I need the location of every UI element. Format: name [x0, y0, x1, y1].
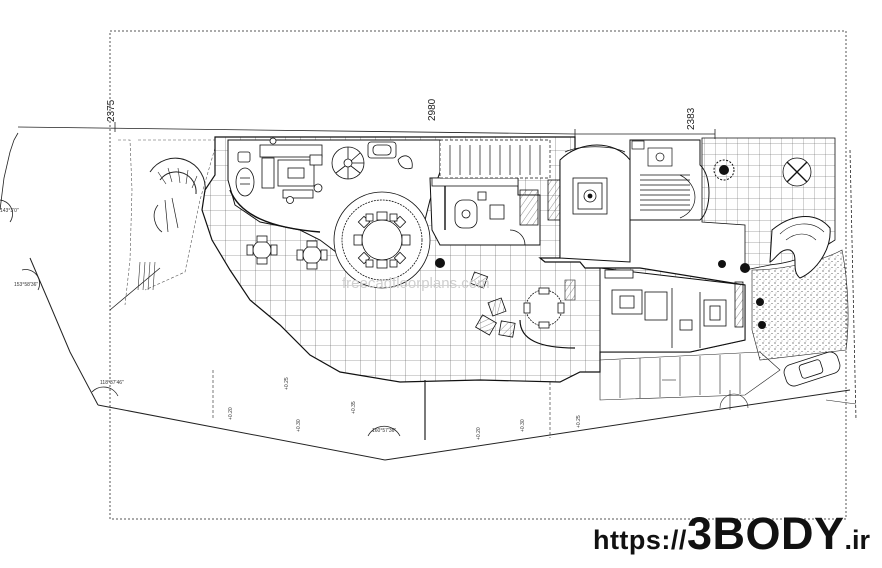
tree-icons [435, 159, 766, 329]
spiral-stair-left [149, 157, 206, 233]
stairs-top-middle [439, 139, 551, 179]
spiral-stair-center [331, 146, 365, 180]
angle-label-3: 118°37'46" [100, 380, 124, 386]
right-wing-rooms [599, 267, 746, 353]
level-labels: +0.20 +0.25 +0.30 +0.35 +0.20 +0.30 +0.2… [228, 377, 582, 440]
svg-text:+0.25: +0.25 [284, 377, 290, 390]
terrace-table-2 [296, 240, 328, 270]
car-icon [783, 351, 841, 387]
sofa-set [259, 144, 323, 204]
round-table-center [523, 287, 565, 329]
svg-text:+0.30: +0.30 [520, 419, 526, 432]
svg-text:+0.35: +0.35 [351, 401, 357, 414]
svg-text:+0.20: +0.20 [228, 407, 234, 420]
dimension-top-right: 2383 [686, 107, 697, 130]
planter-curve [769, 215, 831, 279]
brand-prefix: https:// [592, 525, 687, 555]
left-steps [137, 261, 156, 291]
svg-text:+0.25: +0.25 [576, 415, 582, 428]
garden-stipple [751, 249, 849, 361]
dimension-left-vertical: 2375 [106, 99, 117, 122]
brand-suffix: .ir [844, 525, 870, 555]
stairs-right-center [629, 139, 710, 221]
angle-label-1: 143°3'0" [0, 208, 19, 214]
lounge-chairs [469, 271, 516, 338]
angle-label-4: 160°57'36" [372, 428, 396, 434]
top-dimension-line [17, 126, 576, 135]
brand-name: 3BODY [686, 508, 845, 559]
garden-feature [782, 157, 812, 187]
left-site-edge [29, 257, 99, 406]
lower-markers [212, 370, 857, 440]
svg-text:+0.30: +0.30 [296, 419, 302, 432]
brand-logo: https:// 3BODY .ir [593, 508, 870, 560]
terrace-table-1 [246, 235, 278, 265]
lower-steps [599, 351, 781, 401]
round-dining-table-large [333, 191, 431, 289]
angle-label-2: 153°58'36" [14, 282, 38, 288]
central-hall [547, 144, 631, 263]
kitchen [429, 177, 541, 246]
dimension-top-main: 2980 [427, 98, 438, 121]
watermark-text: freecadfloorplans.com [342, 275, 490, 292]
svg-text:+0.20: +0.20 [476, 427, 482, 440]
